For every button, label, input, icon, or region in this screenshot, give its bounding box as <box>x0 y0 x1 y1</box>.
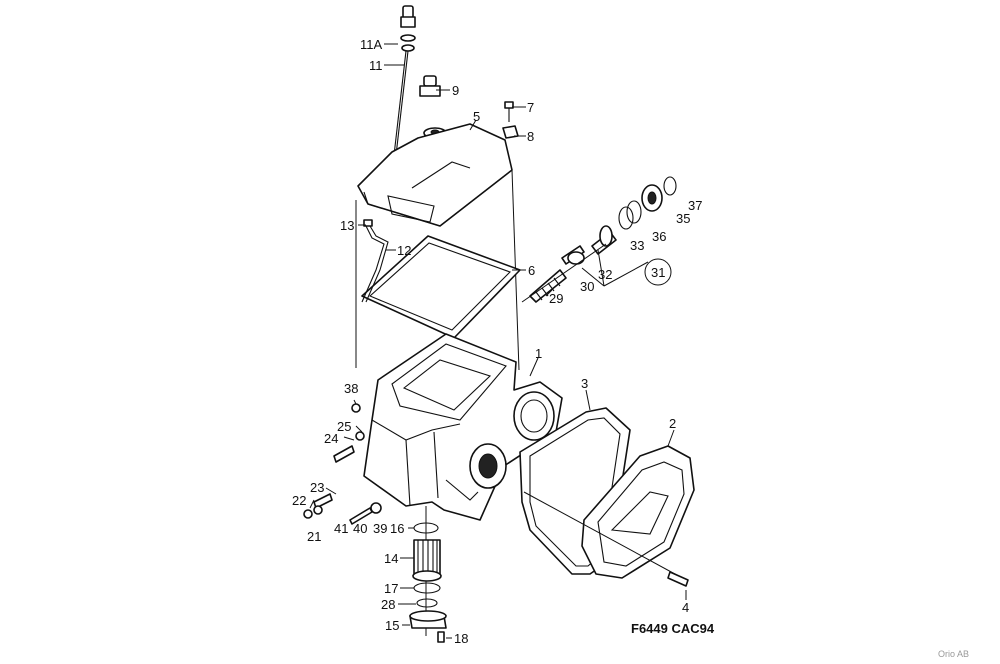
callout-30: 30 <box>580 279 594 294</box>
callout-4: 4 <box>682 600 689 615</box>
callout-35: 35 <box>676 211 690 226</box>
callout-17: 17 <box>384 581 398 596</box>
callout-3: 3 <box>581 376 588 391</box>
callout-2: 2 <box>669 416 676 431</box>
callout-5: 5 <box>473 109 480 124</box>
callout-29: 29 <box>549 291 563 306</box>
callout-25: 25 <box>337 419 351 434</box>
callout-41: 41 <box>334 521 348 536</box>
callout-28: 28 <box>381 597 395 612</box>
end-cover-part <box>523 445 695 587</box>
callout-39: 39 <box>373 521 387 536</box>
callout-labels: 11A 11 9 7 5 8 13 12 6 37 35 36 33 32 31… <box>292 37 969 659</box>
callout-16: 16 <box>390 521 404 536</box>
callout-14: 14 <box>384 551 398 566</box>
filter-stack-part <box>409 506 447 643</box>
callout-7: 7 <box>527 100 534 115</box>
callout-6: 6 <box>528 263 535 278</box>
callout-22: 22 <box>292 493 306 508</box>
callout-38: 38 <box>344 381 358 396</box>
filler-cap-part <box>419 75 447 139</box>
callout-1: 1 <box>535 346 542 361</box>
callout-13: 13 <box>340 218 354 233</box>
callout-15: 15 <box>385 618 399 633</box>
callout-31: 31 <box>651 265 665 280</box>
callout-23: 23 <box>310 480 324 495</box>
callout-11: 11 <box>369 58 383 73</box>
callout-36: 36 <box>652 229 666 244</box>
callout-32: 32 <box>598 267 612 282</box>
credit-text: Orio AB <box>938 649 969 659</box>
gearbox-housing-part <box>351 333 563 521</box>
figure-code: F6449 CAC94 <box>631 621 715 636</box>
callout-24: 24 <box>324 431 338 446</box>
valve-stack-part <box>521 176 677 303</box>
breather-pipe-part <box>361 219 389 303</box>
leader-lines <box>309 43 687 639</box>
callout-21: 21 <box>307 529 321 544</box>
side-fasteners-part <box>303 431 382 525</box>
callout-11a: 11A <box>360 37 382 52</box>
callout-33: 33 <box>630 238 644 253</box>
callout-37: 37 <box>688 198 702 213</box>
callout-18: 18 <box>454 631 468 646</box>
callout-8: 8 <box>527 129 534 144</box>
callout-12: 12 <box>397 243 411 258</box>
callout-9: 9 <box>452 83 459 98</box>
callout-40: 40 <box>353 521 367 536</box>
